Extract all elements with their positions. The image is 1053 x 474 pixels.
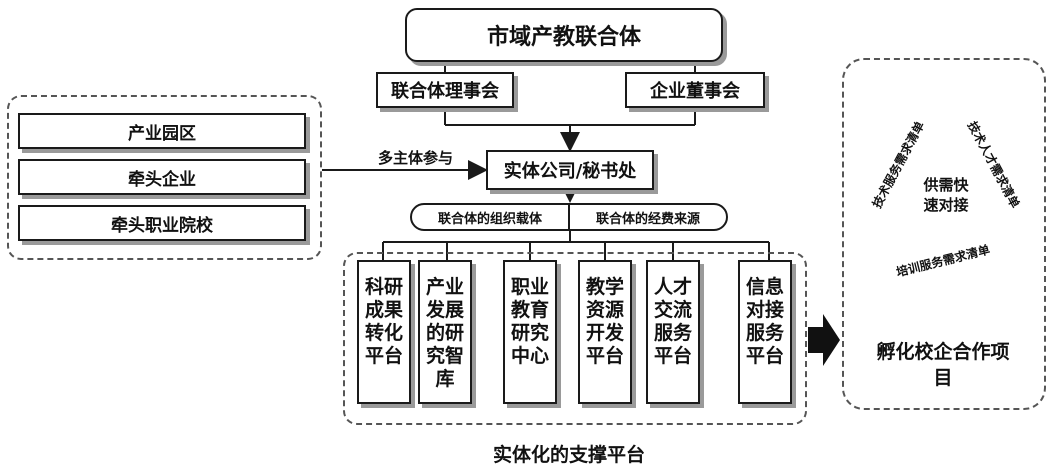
carrier-right: 联合体的经费来源 bbox=[570, 205, 726, 229]
platform-talent-exchange: 人才交流服务平台 bbox=[646, 260, 700, 404]
carrier-left-label: 联合体的组织载体 bbox=[437, 211, 542, 227]
carrier-pill: 联合体的组织载体 联合体的经费来源 bbox=[410, 203, 728, 231]
platform-label-5: 人才交流服务平台 bbox=[653, 276, 692, 367]
incubation-group bbox=[842, 58, 1046, 410]
platform-vocational-research: 职业教育研究中心 bbox=[503, 260, 557, 404]
platform-think-tank: 产业发展的研究智库 bbox=[418, 260, 472, 404]
top-title-box: 市域产教联合体 bbox=[405, 8, 723, 62]
platform-info-matching: 信息对接服务平台 bbox=[738, 260, 792, 404]
platforms-group bbox=[343, 252, 807, 425]
board-box: 企业董事会 bbox=[625, 72, 765, 108]
carrier-left: 联合体的组织载体 bbox=[412, 205, 570, 229]
incubation-title: 孵化校企合作项目 bbox=[876, 341, 1010, 389]
carrier-right-label: 联合体的经费来源 bbox=[595, 211, 700, 227]
participants-group bbox=[7, 95, 322, 260]
participant-lead-enterprise: 牵头企业 bbox=[18, 159, 306, 195]
participant-label-3: 牵头职业院校 bbox=[111, 215, 213, 236]
participant-label-1: 产业园区 bbox=[128, 123, 196, 144]
participant-lead-college: 牵头职业院校 bbox=[18, 205, 306, 241]
participation-label: 多主体参与 bbox=[378, 149, 454, 167]
participant-label-2: 牵头企业 bbox=[128, 169, 196, 190]
platform-label-3: 职业教育研究中心 bbox=[510, 276, 549, 367]
platform-label-1: 科研成果转化平台 bbox=[364, 276, 403, 367]
to-incubation-arrow bbox=[808, 314, 840, 366]
council-box: 联合体理事会 bbox=[376, 72, 514, 108]
platform-label-4: 教学资源开发平台 bbox=[585, 276, 624, 367]
platform-research-transfer: 科研成果转化平台 bbox=[357, 260, 411, 404]
platform-label-6: 信息对接服务平台 bbox=[745, 276, 784, 367]
top-title: 市域产教联合体 bbox=[486, 25, 641, 50]
incubation-center: 供需快速对接 bbox=[923, 176, 969, 214]
participant-industrial-park: 产业园区 bbox=[18, 113, 306, 149]
platform-label-2: 产业发展的研究智库 bbox=[425, 276, 464, 390]
company-label: 实体公司/秘书处 bbox=[503, 161, 637, 182]
platforms-caption: 实体化的支撑平台 bbox=[493, 444, 646, 466]
council-label: 联合体理事会 bbox=[391, 81, 499, 102]
board-label: 企业董事会 bbox=[650, 81, 740, 102]
company-box: 实体公司/秘书处 bbox=[486, 150, 654, 190]
platform-teaching-resources: 教学资源开发平台 bbox=[578, 260, 632, 404]
